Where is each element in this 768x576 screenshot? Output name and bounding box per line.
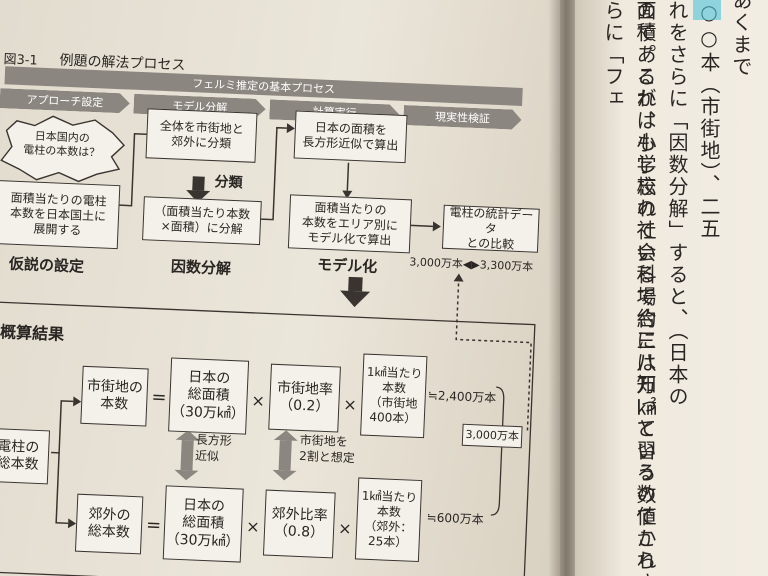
box-area-urban: 日本の 総面積 （30万㎢） (168, 357, 250, 435)
right-column-1: あくまで (729, 0, 753, 78)
times-suburb-2: × (337, 518, 352, 539)
right-column-4: 面積。これは小学校の社会科で約三八万㎢と習うのでこれ (633, 0, 657, 572)
box-total-poles: 電柱の 総本数 (0, 427, 51, 485)
box-area-suburb: 日本の 総面積 （30万㎢） (162, 485, 244, 563)
label-modeling: モデル化 (316, 255, 378, 277)
box-urban-rate: 市街地率 （0.2） (268, 363, 341, 433)
label-hypothesis: 仮説の設定 (8, 254, 85, 276)
total-result: 3,000万本 (461, 423, 523, 449)
box-model-area: 面積当たりの 本数をエリア別に モデル化で算出 (287, 194, 413, 254)
note-rect-approx: 長方形 近似 (194, 432, 233, 464)
box-per-km-suburb: 1㎢当たり 本数 （郊外： 25本） (354, 477, 423, 563)
label-factor: 因数分解 (170, 257, 232, 278)
box-factor: （面積当たり本数 ×面積）に分解 (142, 196, 262, 246)
note-urban-assume: 市街地を 2割と想定 (298, 432, 356, 465)
right-page: あくまで ○○本（市街地）、二五 れをさらに「因数分解」すると、（日本の 面積。… (575, 0, 768, 576)
suburb-result: ≒600万本 (426, 510, 484, 527)
box-hypothesis: 面積当たりの電柱 本数を日本国土に 展開する (0, 180, 121, 250)
urban-result: ≒2,400万本 (427, 388, 497, 406)
box-suburb-rate: 郊外比率 （0.8） (262, 489, 336, 559)
right-column-3: れをさらに「因数分解」すると、（日本の (665, 0, 689, 408)
box-urban-count: 市街地の 本数 (80, 365, 149, 427)
box-compare: 電柱の統計データ との比較 (441, 205, 540, 253)
times-urban-1: × (251, 390, 266, 411)
times-urban-2: × (342, 394, 358, 415)
equals-suburb: = (145, 514, 162, 537)
result-title: 概算結果 (0, 322, 65, 344)
box-split: 全体を市街地と 郊外に分類 (145, 108, 258, 163)
cloud-question: 日本国内の 電柱の本数は？ (22, 129, 101, 160)
box-suburb-count: 郊外の 総本数 (74, 493, 144, 555)
right-column-2: ○○本（市街地）、二五 (697, 0, 721, 240)
flow-arrows (1, 116, 298, 481)
right-column-5: のであるが、もし忘れている場合には知っている数値からさらに「フェ (601, 0, 657, 576)
label-bunrui: 分類 (214, 174, 243, 192)
box-per-km-urban: 1㎢当たり 本数 （市街地 400本） (360, 353, 428, 439)
box-area-approx: 日本の面積を 長方形近似で算出 (293, 110, 408, 164)
figure-3-1: 図3-1 例題の解法プロセス フェルミ推定の基本プロセス アプローチ設定 モデル… (0, 52, 540, 563)
times-suburb-1: × (245, 516, 260, 537)
cyan-highlight (693, 0, 721, 20)
equals-urban: = (151, 386, 168, 409)
